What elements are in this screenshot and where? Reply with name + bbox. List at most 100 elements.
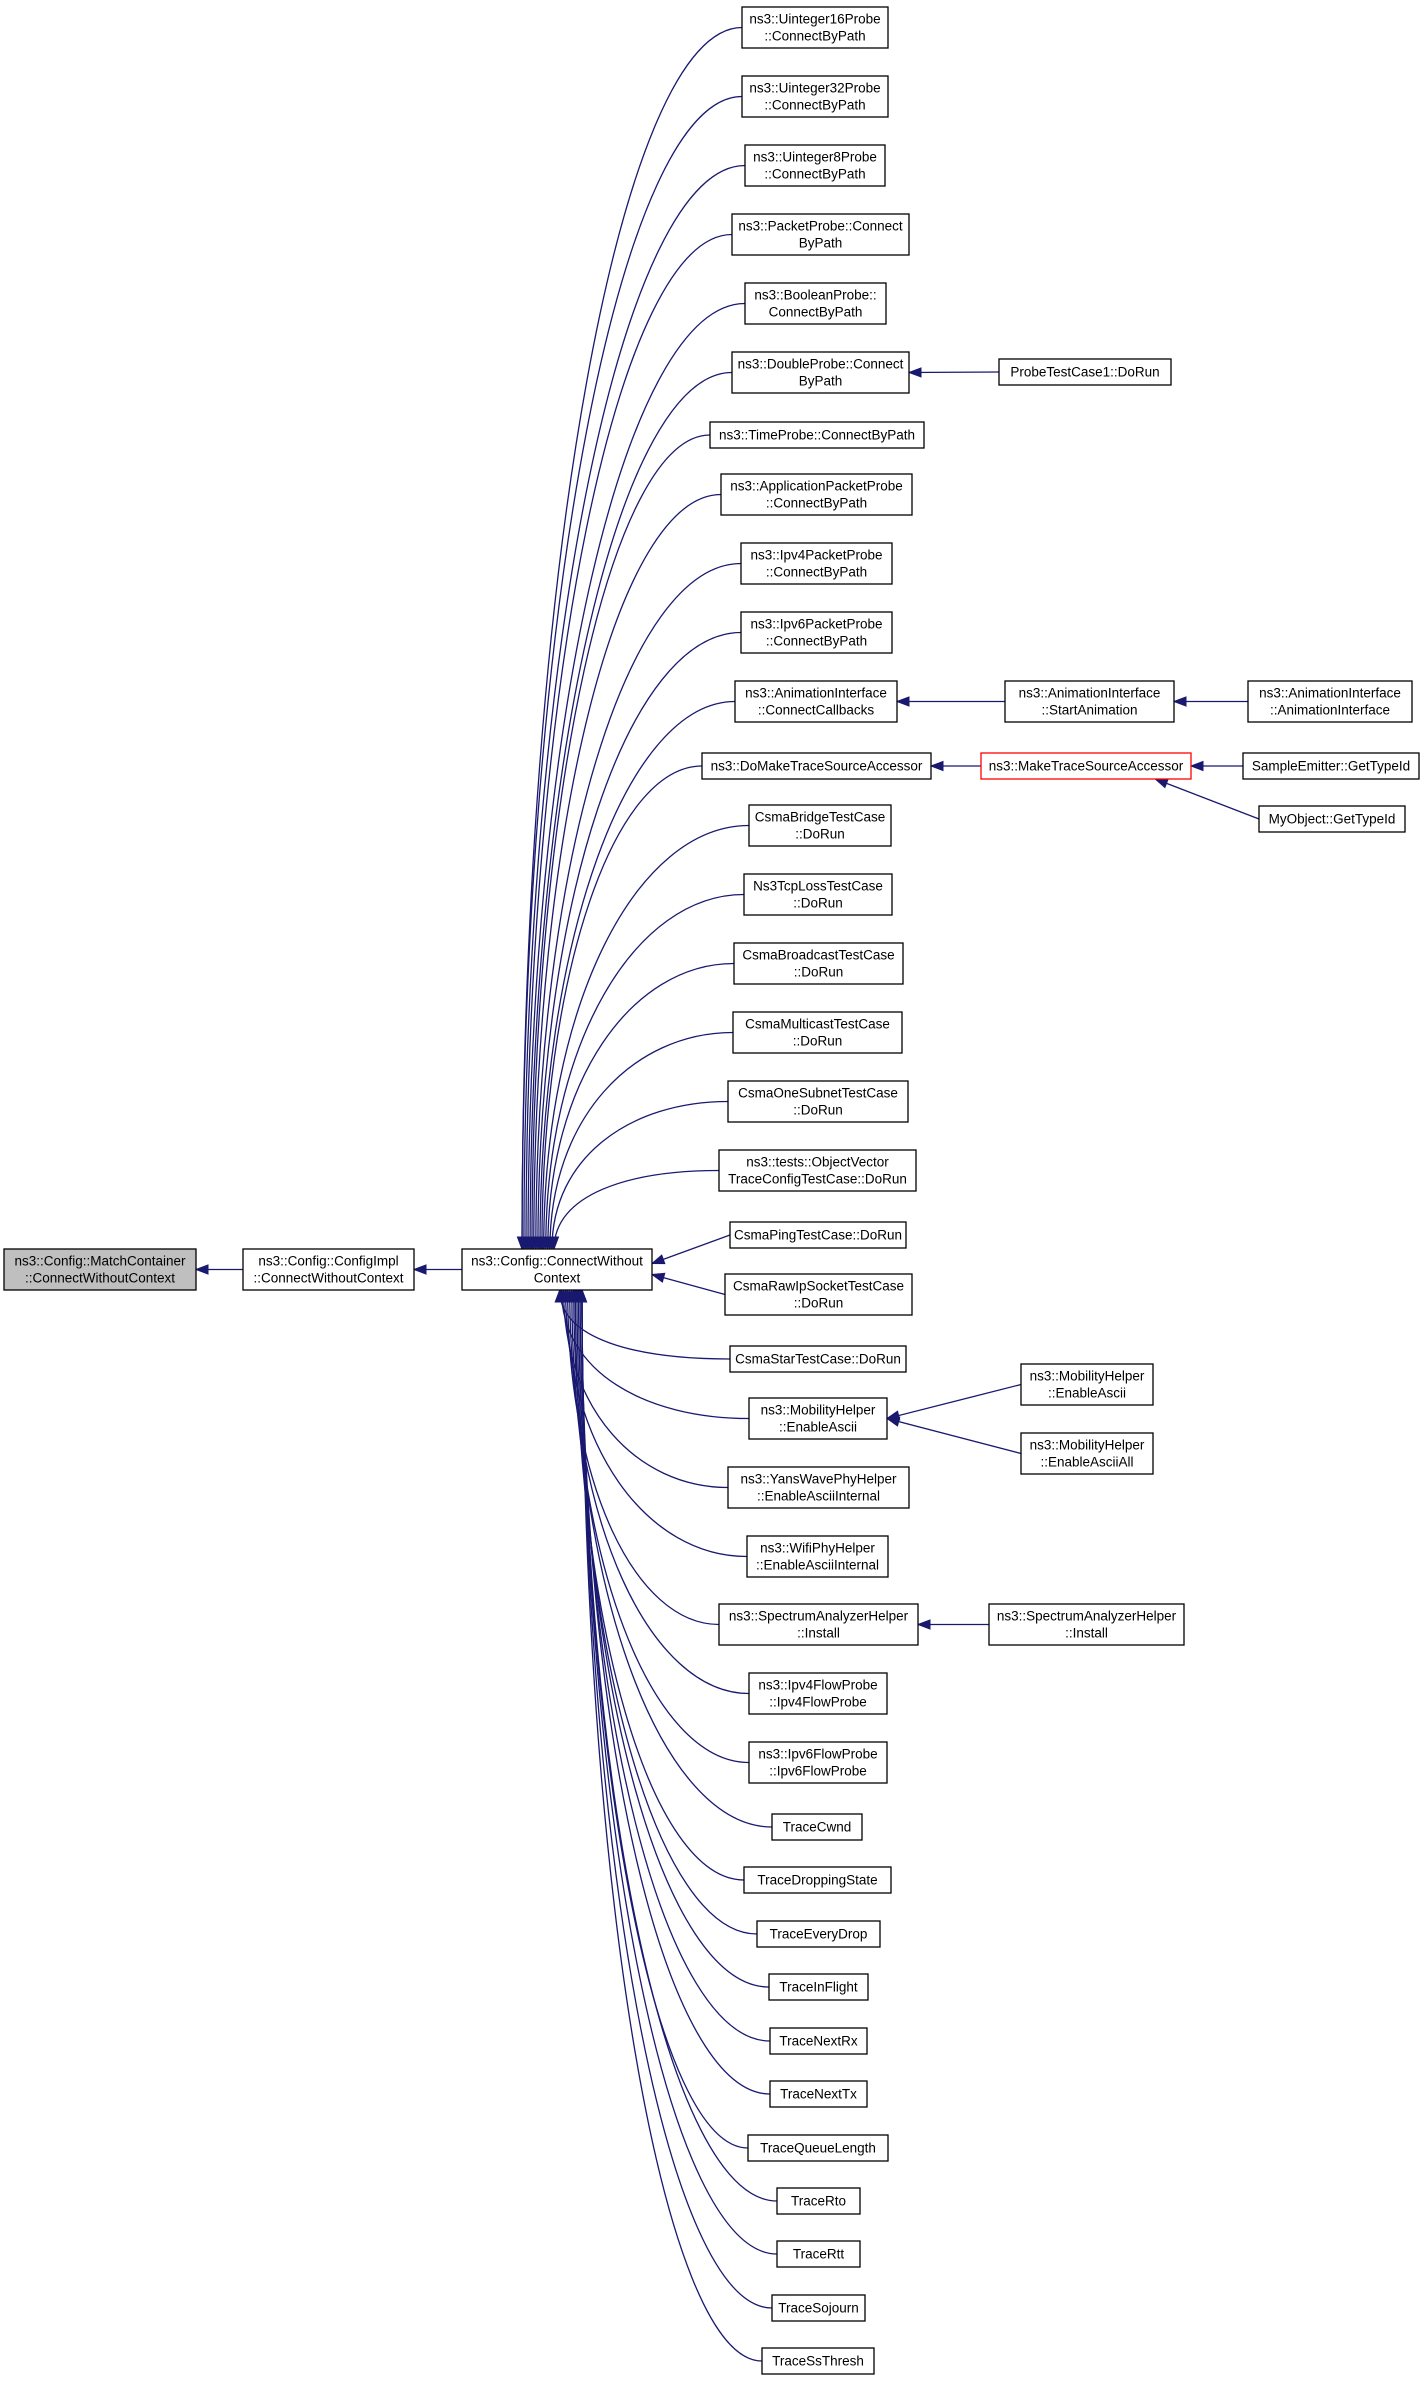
node-box: [727, 1080, 909, 1123]
graph-node-myobj[interactable]: MyObject::GetTypeId: [1258, 805, 1406, 833]
graph-node-sojourn[interactable]: TraceSojourn: [771, 2294, 866, 2322]
edge-mobascii2-to-mobascii: [886, 1383, 1022, 1420]
node-box: [768, 1973, 869, 2001]
graph-node-domake[interactable]: ns3::DoMakeTraceSourceAccessor: [701, 752, 932, 780]
node-label: CsmaMulticastTestCase: [745, 1017, 890, 1032]
graph-node-bridge[interactable]: CsmaBridgeTestCase::DoRun: [748, 804, 892, 847]
edge-bool-to-cwc: [527, 302, 746, 1250]
node-label: ns3::MobilityHelper: [1030, 1369, 1145, 1384]
graph-node-probetc[interactable]: ProbeTestCase1::DoRun: [998, 358, 1172, 386]
arrowhead: [650, 1272, 666, 1283]
node-label: ns3::SpectrumAnalyzerHelper: [729, 1609, 909, 1624]
graph-node-rtt[interactable]: TraceRtt: [776, 2240, 861, 2268]
graph-node-apppkt[interactable]: ns3::ApplicationPacketProbe::ConnectByPa…: [720, 473, 913, 516]
graph-node-u32[interactable]: ns3::Uinteger32Probe::ConnectByPath: [741, 75, 889, 118]
edge-u8-to-cwc: [523, 164, 746, 1250]
graph-node-rawip[interactable]: CsmaRawIpSocketTestCase::DoRun: [724, 1273, 913, 1316]
graph-node-ipv4flow[interactable]: ns3::Ipv4FlowProbe::Ipv4FlowProbe: [748, 1672, 888, 1715]
edge-probetc-to-double: [908, 371, 1000, 374]
node-label: ::ConnectByPath: [766, 634, 867, 649]
graph-node-qlen[interactable]: TraceQueueLength: [747, 2134, 889, 2162]
node-label: ns3::Config::MatchContainer: [14, 1254, 186, 1269]
node-box: [701, 752, 932, 780]
node-box: [740, 611, 893, 654]
node-label: ns3::ApplicationPacketProbe: [730, 479, 903, 494]
node-label: ::DoRun: [795, 827, 845, 842]
node-label: ns3::Uinteger32Probe: [749, 81, 880, 96]
graph-node-u8[interactable]: ns3::Uinteger8Probe::ConnectByPath: [744, 144, 886, 187]
edge-objvec-to-cwc: [553, 1169, 720, 1250]
node-box: [748, 804, 892, 847]
node-label: SampleEmitter::GetTypeId: [1252, 759, 1410, 774]
graph-node-impl[interactable]: ns3::Config::ConfigImpl::ConnectWithoutC…: [242, 1248, 415, 1291]
node-label: MyObject::GetTypeId: [1269, 812, 1396, 827]
graph-node-ipv6pkt[interactable]: ns3::Ipv6PacketProbe::ConnectByPath: [740, 611, 893, 654]
graph-node-mobascii[interactable]: ns3::MobilityHelper::EnableAscii: [748, 1397, 888, 1440]
node-label: ::EnableAscii: [779, 1420, 857, 1435]
edge-nexttx-to-cwc: [581, 1289, 771, 2095]
node-label: TraceQueueLength: [760, 2141, 876, 2156]
arrowhead: [548, 1236, 560, 1251]
node-box: [3, 1248, 197, 1291]
graph-node-spec2[interactable]: ns3::SpectrumAnalyzerHelper::Install: [988, 1603, 1185, 1646]
graph-node-ssthresh[interactable]: TraceSsThresh: [761, 2347, 875, 2375]
graph-node-animstart[interactable]: ns3::AnimationInterface::StartAnimation: [1004, 680, 1175, 723]
graph-node-yans[interactable]: ns3::YansWavePhyHelper::EnableAsciiInter…: [727, 1466, 910, 1509]
node-label: ns3::PacketProbe::Connect: [738, 219, 903, 234]
graph-node-ipv4pkt[interactable]: ns3::Ipv4PacketProbe::ConnectByPath: [740, 542, 893, 585]
graph-node-sample[interactable]: SampleEmitter::GetTypeId: [1242, 752, 1420, 780]
graph-node-packet[interactable]: ns3::PacketProbe::ConnectByPath: [731, 213, 910, 256]
node-label: CsmaPingTestCase::DoRun: [734, 1228, 902, 1243]
node-label: ns3::WifiPhyHelper: [760, 1541, 875, 1556]
graph-node-bcast[interactable]: CsmaBroadcastTestCase::DoRun: [733, 942, 904, 985]
node-label: ::Ipv4FlowProbe: [769, 1695, 867, 1710]
graph-node-inflight[interactable]: TraceInFlight: [768, 1973, 869, 2001]
graph-node-u16[interactable]: ns3::Uinteger16Probe::ConnectByPath: [741, 6, 889, 49]
node-label: ns3::Config::ConfigImpl: [258, 1254, 398, 1269]
graph-node-cwnd[interactable]: TraceCwnd: [771, 1813, 863, 1841]
graph-node-ipv6flow[interactable]: ns3::Ipv6FlowProbe::Ipv6FlowProbe: [748, 1741, 888, 1784]
node-label: TraceNextTx: [780, 2087, 857, 2102]
node-label: TraceRto: [791, 2194, 846, 2209]
node-label: ::ConnectByPath: [766, 496, 867, 511]
graph-node-mcast[interactable]: CsmaMulticastTestCase::DoRun: [732, 1011, 903, 1054]
edge-apppkt-to-cwc: [533, 493, 722, 1250]
graph-node-onesub[interactable]: CsmaOneSubnetTestCase::DoRun: [727, 1080, 909, 1123]
arrowhead: [1189, 760, 1204, 772]
edge-animcc-to-cwc: [539, 700, 736, 1250]
graph-node-animctor[interactable]: ns3::AnimationInterface::AnimationInterf…: [1247, 680, 1413, 723]
graph-node-tcploss[interactable]: Ns3TcpLossTestCase::DoRun: [743, 873, 893, 916]
graph-node-animcc[interactable]: ns3::AnimationInterface::ConnectCallback…: [734, 680, 898, 723]
graph-node-mobasciiall[interactable]: ns3::MobilityHelper::EnableAsciiAll: [1020, 1432, 1154, 1475]
graph-node-everydrop[interactable]: TraceEveryDrop: [756, 1920, 881, 1948]
node-label: ::Install: [1065, 1626, 1108, 1641]
node-label: ::ConnectByPath: [764, 98, 865, 113]
graph-node-dropping[interactable]: TraceDroppingState: [743, 1866, 892, 1894]
graph-node-objvec[interactable]: ns3::tests::ObjectVectorTraceConfigTestC…: [718, 1149, 917, 1192]
node-label: TraceConfigTestCase::DoRun: [728, 1172, 907, 1187]
graph-node-wifi[interactable]: ns3::WifiPhyHelper::EnableAsciiInternal: [746, 1535, 889, 1578]
node-label: ::ConnectByPath: [764, 29, 865, 44]
graph-node-rto[interactable]: TraceRto: [776, 2187, 861, 2215]
graph-node-match[interactable]: ns3::Config::MatchContainer::ConnectWith…: [3, 1248, 197, 1291]
graph-node-bool[interactable]: ns3::BooleanProbe::ConnectByPath: [744, 282, 887, 325]
graph-node-star[interactable]: CsmaStarTestCase::DoRun: [729, 1345, 907, 1373]
node-label: ::AnimationInterface: [1270, 703, 1390, 718]
node-box: [461, 1248, 653, 1291]
node-box: [720, 473, 913, 516]
graph-node-make[interactable]: ns3::MakeTraceSourceAccessor: [980, 752, 1192, 780]
node-label: ns3::AnimationInterface: [1259, 686, 1401, 701]
node-box: [718, 1603, 919, 1646]
graph-node-nexttx[interactable]: TraceNextTx: [769, 2080, 868, 2108]
node-label: TraceDroppingState: [757, 1873, 877, 1888]
node-label: ns3::Config::ConnectWithout: [471, 1254, 643, 1269]
graph-node-cwc[interactable]: ns3::Config::ConnectWithoutContext: [461, 1248, 653, 1291]
graph-node-ping[interactable]: CsmaPingTestCase::DoRun: [729, 1221, 907, 1249]
node-box: [709, 421, 925, 449]
graph-node-time[interactable]: ns3::TimeProbe::ConnectByPath: [709, 421, 925, 449]
graph-node-mobascii2[interactable]: ns3::MobilityHelper::EnableAscii: [1020, 1363, 1154, 1406]
graph-node-spec[interactable]: ns3::SpectrumAnalyzerHelper::Install: [718, 1603, 919, 1646]
graph-node-nextrx[interactable]: TraceNextRx: [769, 2027, 868, 2055]
node-box: [733, 942, 904, 985]
graph-node-double[interactable]: ns3::DoubleProbe::ConnectByPath: [731, 351, 910, 394]
